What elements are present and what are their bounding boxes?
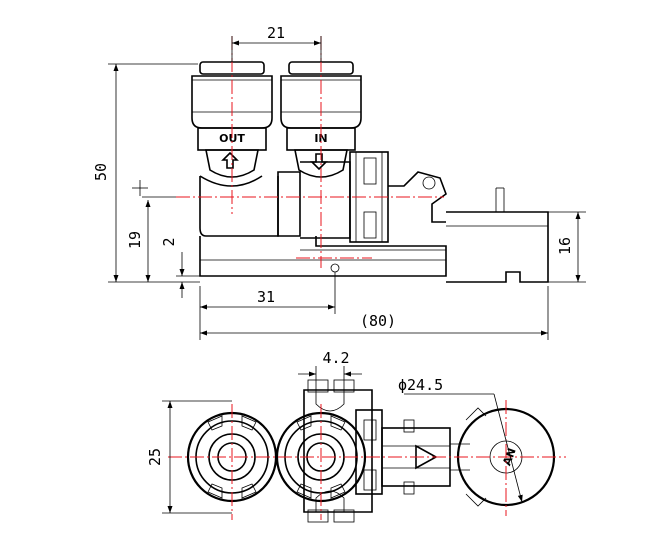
top-view: AN 4.2 ϕ24.5 25 [146, 349, 566, 523]
out-label: OUT [219, 132, 245, 145]
front-centerlines [176, 36, 444, 268]
dim-length-total: (80) [360, 312, 396, 330]
dim-slot-width: 4.2 [322, 349, 349, 367]
dim-total-height: 50 [92, 163, 110, 181]
front-dimensions: 21 50 19 2 16 31 [92, 24, 586, 340]
dim-length-31: 31 [257, 288, 275, 306]
front-view: OUT IN [92, 24, 586, 340]
dim-port-spacing: 21 [267, 24, 285, 42]
dim-width: 25 [146, 448, 164, 466]
dim-height-19: 19 [126, 231, 144, 249]
in-label: IN [314, 132, 327, 145]
top-centerlines [168, 400, 566, 520]
dim-height-2: 2 [160, 237, 178, 246]
top-dimensions: 4.2 ϕ24.5 25 [146, 349, 523, 514]
dim-height-16: 16 [556, 237, 574, 255]
dim-diameter: ϕ24.5 [398, 376, 443, 394]
